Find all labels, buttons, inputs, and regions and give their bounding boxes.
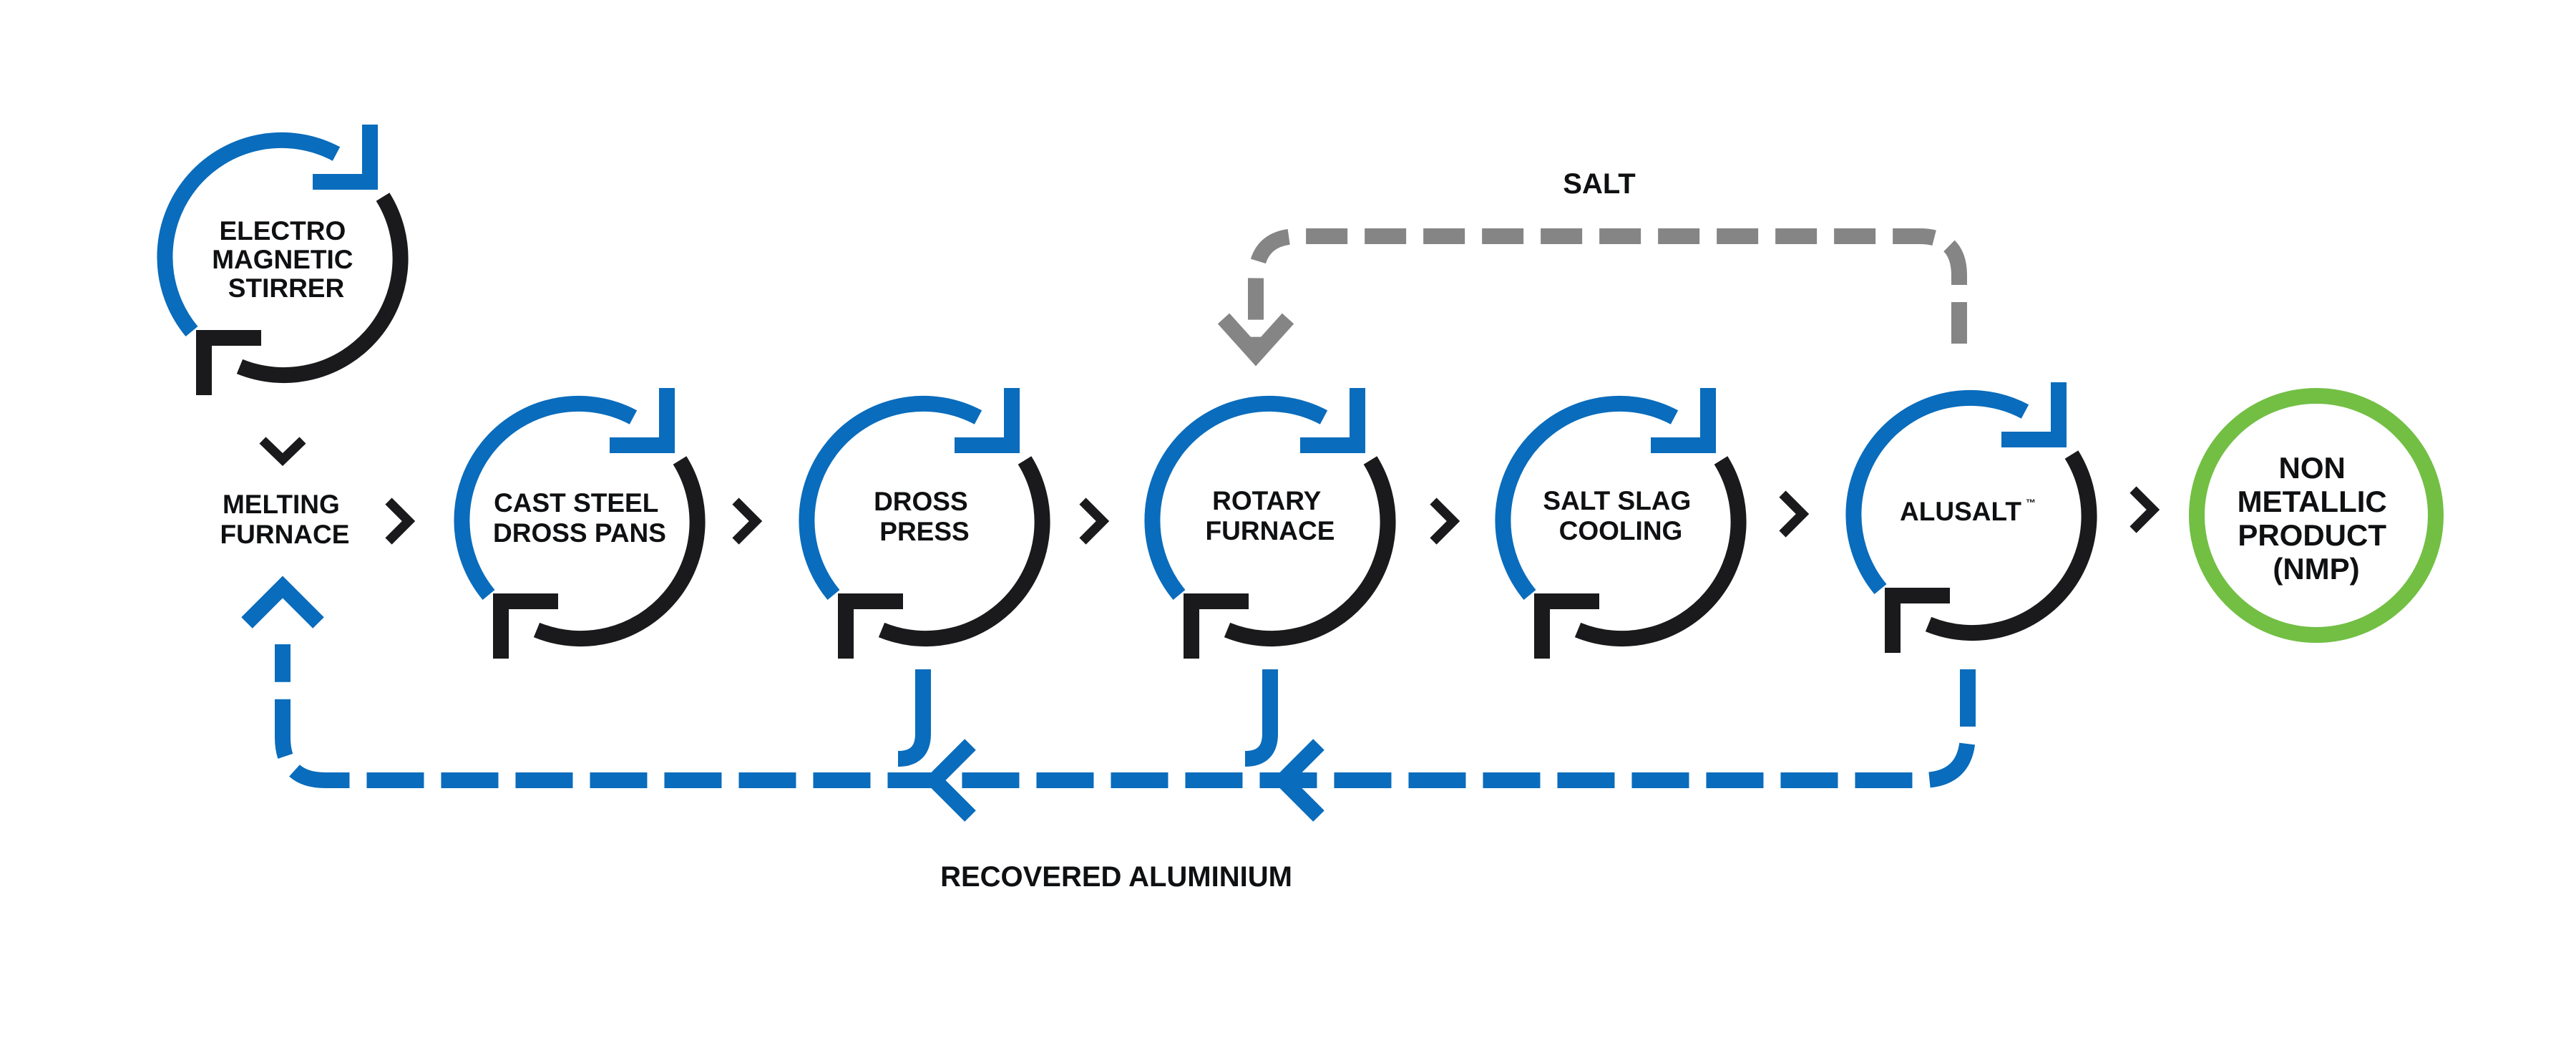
alusalt-label: ALUSALT — [1900, 497, 2021, 526]
node-dross-press: DROSS PRESS — [806, 388, 1042, 659]
node-label-line: STIRRER — [228, 273, 344, 303]
node-label-line: FURNACE — [1206, 516, 1335, 545]
node-rotary-furnace: ROTARY FURNACE — [1152, 388, 1387, 659]
node-cast-steel-dross-pans: CAST STEEL DROSS PANS — [462, 388, 697, 659]
right-chevron-icon — [389, 501, 409, 541]
node-melting-furnace: MELTING FURNACE — [220, 490, 350, 549]
trademark-symbol: ™ — [2026, 497, 2036, 508]
svg-text:MELTING FURNACE: MELTING FURNACE — [220, 490, 350, 549]
node-label-line: FURNACE — [220, 520, 350, 549]
node-label-line: NON — [2278, 451, 2345, 485]
nmp-ring — [2189, 388, 2444, 643]
right-chevron-icon — [2133, 490, 2153, 530]
node-label-line: DROSS — [874, 487, 968, 516]
node-label-line: PRODUCT — [2238, 518, 2386, 552]
node-label-line: MELTING — [223, 490, 340, 519]
down-chevron-icon — [259, 437, 306, 467]
svg-text:DROSS PRESS: DROSS PRESS — [874, 487, 975, 546]
node-label-line: PRESS — [879, 517, 969, 546]
melting-furnace-return-arrow-icon — [241, 576, 324, 629]
svg-text:ROTARY FURNACE: ROTARY FURNACE — [1206, 486, 1335, 545]
right-chevron-icon — [1433, 501, 1453, 541]
svg-text:CAST STEEL DROSS PANS: CAST STEEL DROSS PANS — [493, 488, 666, 548]
node-label-line: ELECTRO — [219, 216, 346, 246]
node-electro-magnetic-stirrer: ELECTRO MAGNETIC STIRRER — [165, 125, 400, 395]
salt-return-loop — [1217, 228, 1967, 367]
right-chevron-icon — [736, 501, 756, 541]
svg-text:NON METALLIC PRODU: NON METALLIC PRODUCT (NMP) — [2238, 451, 2396, 586]
node-salt-slag-cooling: SALT SLAG COOLING — [1503, 388, 1738, 659]
node-label-line: CAST STEEL — [494, 488, 658, 518]
node-alusalt: ALUSALT ™ — [1853, 382, 2089, 653]
node-label-line: (NMP) — [2273, 552, 2359, 586]
node-label-line: COOLING — [1559, 516, 1683, 545]
salt-arrowhead-down-icon — [1217, 313, 1294, 367]
node-label-line: ROTARY — [1212, 486, 1321, 515]
right-chevron-icon — [1782, 494, 1802, 534]
svg-text:ELECTRO MAGNETIC S: ELECTRO MAGNETIC STIRRER — [212, 216, 361, 303]
svg-text:SALT SLAG COOLING: SALT SLAG COOLING — [1543, 486, 1698, 545]
salt-label: SALT — [1563, 168, 1635, 200]
right-chevron-icon — [1083, 501, 1103, 541]
node-label-line: METALLIC — [2238, 485, 2387, 518]
node-non-metallic-product: NON METALLIC PRODUCT (NMP) — [2189, 388, 2444, 643]
recovered-aluminium-loop — [241, 576, 1976, 816]
node-label-line: MAGNETIC — [212, 245, 353, 274]
recovered-aluminium-label: RECOVERED ALUMINIUM — [940, 861, 1292, 893]
node-label-line: SALT SLAG — [1543, 486, 1691, 515]
node-label-line: DROSS PANS — [493, 518, 666, 548]
